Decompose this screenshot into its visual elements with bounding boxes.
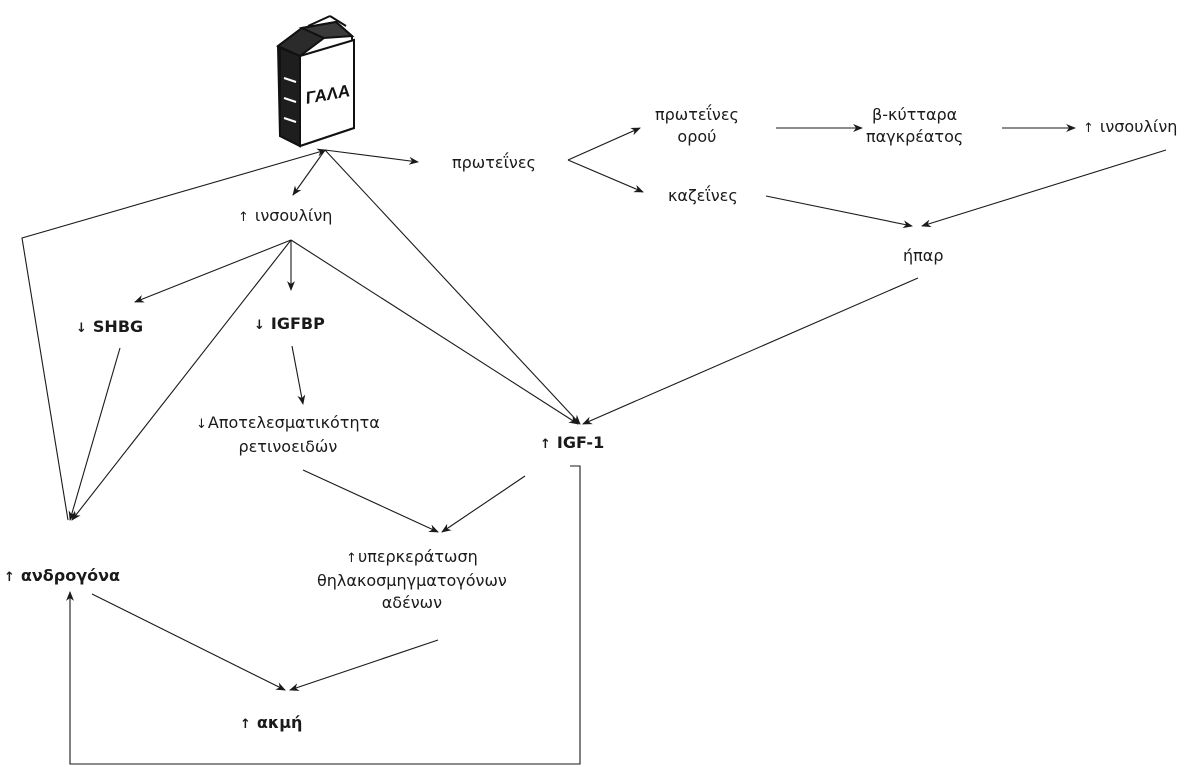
arrow-androgens-acne [91,593,286,691]
arrow-liver-igf1 [582,277,919,425]
node-igfbp: ↓IGFBP [254,314,325,333]
arrow-proteins-whey [567,127,641,161]
node-sebaceous-hyperkeratosis: ↑υπερκεράτωση θηλακοσμηγματογόνων αδένων [317,547,507,612]
arrow-insulin-igf1 [290,239,579,425]
arrow-casein-liver [765,195,913,229]
arrow-retinoid-sebum [302,469,439,533]
arrow-milk-proteins [324,149,419,165]
arrow-milk-insulin [292,149,326,196]
node-whey-proteins: πρωτεΐνες ορού [655,105,739,146]
milk-carton-icon: ΓΑΛΑ [276,15,356,148]
arrow-shbg-androgens [68,347,121,521]
node-shbg: ↓SHBG [76,317,144,336]
arrow-androgens-milk [21,148,327,521]
arrow-milk-igf1 [324,149,581,425]
node-insulin-center: ↑ινσουλίνη [238,206,333,225]
arrow-proteins-casein [567,159,644,193]
arrow-insulin-liver [921,149,1167,228]
node-beta-cells: β-κύτταρα παγκρέατος [866,105,964,146]
arrow-igfbp-retinoid [291,345,306,405]
arrow-sebum-acne [289,639,439,691]
arrow-igf1-sebum [441,475,526,533]
node-igf1: ↑IGF-1 [540,433,605,452]
node-retinoid-efficacy: ↓Αποτελεσματικότητα ρετινοειδών [196,413,380,456]
node-liver: ήπαρ [903,246,944,265]
node-androgens: ↑ανδρογόνα [4,566,121,585]
node-insulin-right: ↑ινσουλίνη [1083,117,1178,136]
node-caseins: καζεΐνες [668,186,738,205]
node-proteins: πρωτεΐνες [452,153,536,172]
arrow-insulin-androgens [71,239,292,521]
node-acne: ↑ακμή [240,713,303,732]
arrow-igf1-androgens-loop [66,465,581,765]
arrow-insulin-shbg [134,239,292,303]
